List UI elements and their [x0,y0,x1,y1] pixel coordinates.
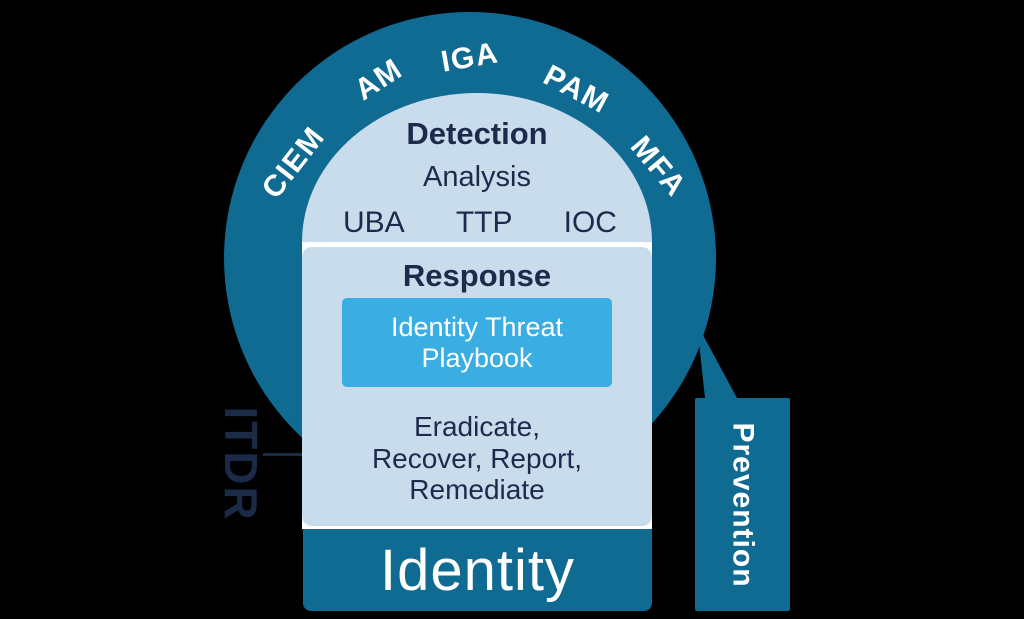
action-line-3: Remediate [409,474,545,505]
method-ttp: TTP [455,206,513,239]
response-title: Response [402,258,552,293]
analysis-label: Analysis [423,161,531,193]
itdr-connector-line [263,453,302,456]
method-uba: UBA [343,206,405,239]
identity-bar: Identity [303,529,652,611]
action-line-2: Recover, Report, [371,442,583,474]
action-line-1: Eradicate, [413,411,541,442]
prevention-callout-wedge [697,324,737,398]
prevention-label: Prevention [726,421,760,588]
detection-dome: Detection Analysis UBA TTP IOC [302,93,652,242]
response-panel: Response Identity Threat Playbook Eradic… [302,247,652,526]
identity-threat-playbook-box: Identity Threat Playbook [342,298,612,387]
identity-label: Identity [380,537,575,603]
method-ioc: IOC [563,206,617,239]
playbook-label: Identity Threat Playbook [390,311,564,373]
itdr-side-label: ITDR [215,406,267,522]
detection-title: Detection [406,116,548,151]
detection-methods-row: UBA TTP IOC [343,206,617,240]
prevention-callout-box: Prevention [695,398,790,611]
response-actions: Eradicate, Recover, Report, Remediate [302,411,652,506]
